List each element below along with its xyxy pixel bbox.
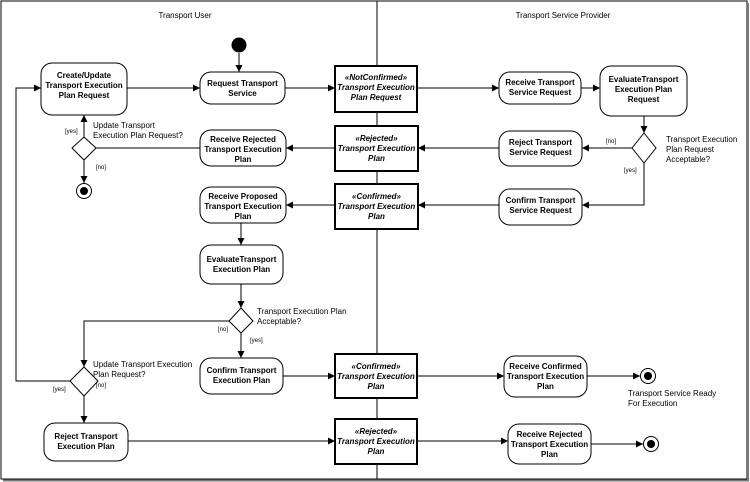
final-node-rejected [643, 436, 659, 452]
guard-d2-yes: [yes] [624, 168, 637, 174]
decision-update-request-bottom [69, 366, 99, 397]
decision-provider-acceptable [631, 132, 657, 164]
edges [15, 53, 648, 448]
final-node-user-top [76, 183, 92, 199]
initial-node [231, 37, 247, 53]
lane-title-transport-service-provider: Transport Service Provider [516, 11, 611, 20]
guard-d1-yes: [yes] [65, 129, 78, 135]
guard-d3-yes: [yes] [250, 338, 263, 344]
decision-update-request-top [71, 136, 97, 161]
final-node-service-ready [640, 368, 656, 384]
lane-title-transport-user: Transport User [158, 11, 211, 20]
decision-user-acceptable [228, 307, 254, 334]
guard-d3-no: [no] [218, 327, 228, 333]
guard-d4-no: [no] [96, 383, 106, 389]
guard-d1-no: [no] [96, 165, 106, 171]
guard-d2-no: [no] [606, 139, 616, 145]
guard-d4-yes: [yes] [53, 387, 66, 393]
